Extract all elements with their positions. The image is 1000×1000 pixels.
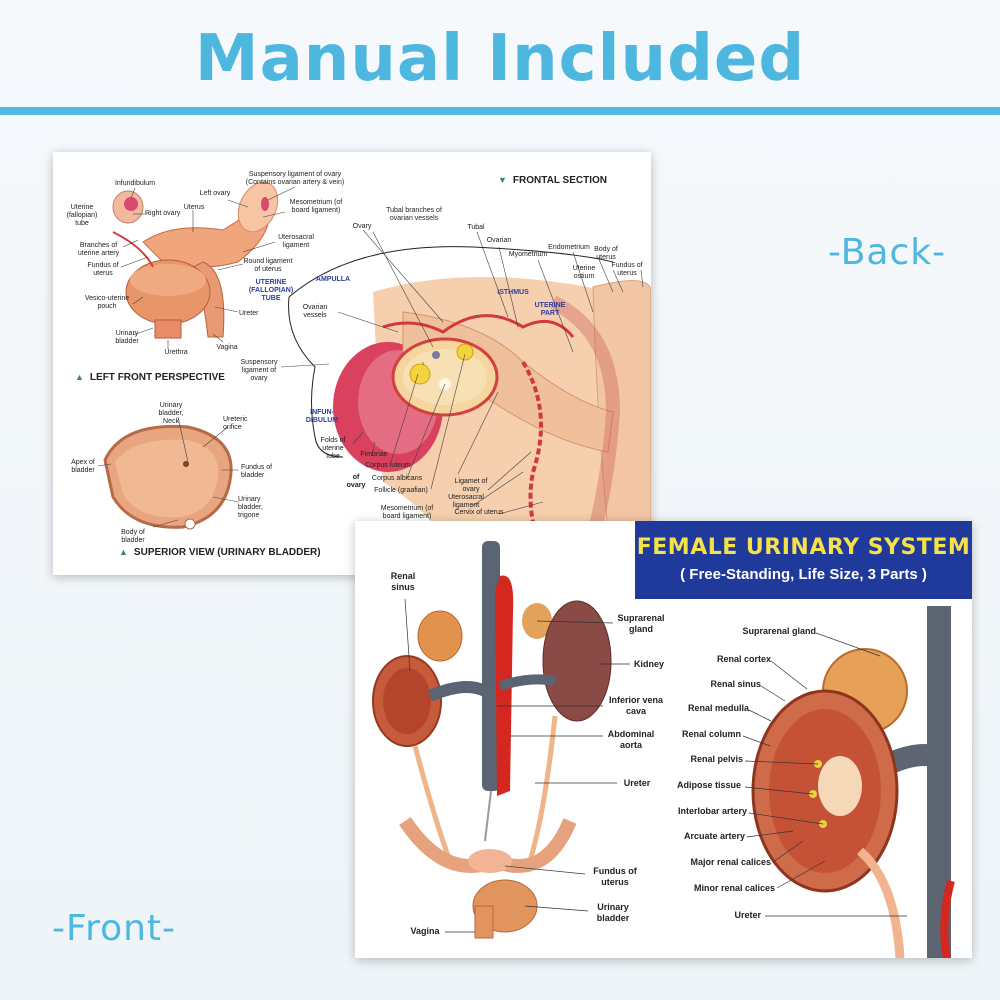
label-suspensory-ligament-short: Suspensory ligament of ovary (240, 359, 278, 382)
label-urinary-bladder-model: Urinary bladder (596, 902, 630, 923)
label-fundus-of-uterus: Fundus of uterus (87, 262, 119, 277)
label-tubal-branches: Tubal branches of ovarian vessels (386, 207, 442, 222)
label-uterine-tube: Uterine (fallopian) tube (66, 204, 98, 227)
label-suprarenal-gland-kidney: Suprarenal gland (742, 626, 816, 636)
label-body-of-bladder: Body of bladder (121, 529, 145, 544)
label-fimbriae: Fimbriae (360, 451, 388, 458)
label-uterine-fallopian-tube: UTERINE (FALLOPIAN) TUBE (248, 279, 294, 302)
label-mesometrium: Mesometrium (of board ligament) (289, 199, 343, 214)
label-vesico-uterine-pouch: Vesico-uterine pouch (84, 295, 130, 310)
label-corpus-luteum: Corpus luteum (365, 462, 411, 469)
label-uterus: Uterus (183, 204, 205, 211)
section-superior-view: ▲ SUPERIOR VIEW (URINARY BLADDER) (119, 547, 321, 558)
section-left-front-perspective: ▲ LEFT FRONT PERSPECTIVE (75, 372, 225, 383)
label-apex-of-bladder: Apex of bladder (71, 459, 95, 474)
label-corpus-albicans: Corpus albicans (371, 475, 423, 482)
label-adipose-tissue: Adipose tissue (676, 780, 741, 790)
label-kidney: Kidney (633, 659, 664, 669)
poster-subtitle: ( Free-Standing, Life Size, 3 Parts ) (680, 566, 927, 583)
front-leader-lines (404, 598, 907, 933)
label-ampulla: AMPULLA (315, 276, 351, 283)
headline-divider (0, 107, 1000, 115)
label-fundus-of-uterus-right: Fundus of uterus (611, 262, 643, 277)
section-frontal: ▼ FRONTAL SECTION (498, 175, 607, 186)
label-suprarenal-gland-model: Suprarenal gland (617, 613, 665, 634)
label-ureter-model: Ureter (623, 778, 651, 788)
label-urethra: Urethra (164, 349, 188, 356)
label-uterine-ostium: Uterine ostium (572, 265, 596, 280)
label-minor-renal-calices: Minor renal calices (693, 883, 775, 893)
label-left-ovary: Left ovary (199, 190, 231, 197)
label-branches-uterine-artery: Branches of uterine artery (77, 242, 120, 257)
label-interlobar-artery: Interlobar artery (677, 806, 747, 816)
back-tag: -Back- (828, 232, 947, 273)
page-headline: Manual Included (194, 22, 806, 96)
label-trigone: Urinary bladder, trigone (238, 496, 263, 519)
label-tubal: Tubal (467, 224, 485, 231)
label-suspensory-ligament: Suspensory ligament of ovary (Contains o… (245, 171, 345, 186)
uterus-model-illustration (112, 181, 279, 339)
bladder-illustration (103, 424, 233, 530)
section-left-front-label: LEFT FRONT PERSPECTIVE (89, 372, 225, 383)
title-banner: FEMALE URINARY SYSTEM ( Free-Standing, L… (635, 521, 972, 599)
section-superior-label: SUPERIOR VIEW (URINARY BLADDER) (133, 547, 321, 558)
label-ovarian-vessels: Ovarian vessels (302, 304, 328, 319)
label-ureteric-orifice: Ureteric orifice (223, 416, 248, 431)
label-uterosacral-ligament: Uterosacral ligament (278, 234, 314, 249)
label-of-ovary: of ovary (346, 474, 366, 489)
back-illustrations (97, 181, 651, 575)
front-illustrations (372, 541, 955, 958)
front-poster: FEMALE URINARY SYSTEM ( Free-Standing, L… (355, 521, 972, 958)
label-infundibulum-caps: INFUN- DIBULUM (305, 409, 339, 424)
label-fundus-of-uterus-model: Fundus of uterus (593, 866, 637, 887)
label-ureter-kidney: Ureter (734, 910, 761, 920)
label-ureter-back: Ureter (239, 310, 259, 317)
label-isthmus: ISTHMUS (497, 289, 529, 296)
label-arcuate-artery: Arcuate artery (683, 831, 745, 841)
label-endometrium: Endometrium (548, 244, 590, 251)
label-mesometrium-bottom: Mesometrium (of board ligament) (380, 505, 434, 520)
label-renal-medulla: Renal medulla (687, 703, 749, 713)
front-tag: -Front- (52, 908, 177, 949)
label-body-of-uterus: Body of uterus (594, 246, 618, 261)
label-inferior-vena-cava: Inferior vena cava (608, 695, 664, 716)
label-renal-column: Renal column (681, 729, 741, 739)
label-folds-uterine-tube: Folds of uterine tube (320, 437, 346, 460)
label-follicle: Follicle (graafian) (374, 487, 428, 494)
label-abdominal-aorta: Abdominal aorta (607, 729, 655, 750)
label-fundus-of-bladder: Fundus of bladder (241, 464, 273, 479)
label-ligament-of-ovary: Ligamet of ovary (454, 478, 488, 493)
label-right-ovary: Right ovary (145, 210, 181, 217)
frontal-section-illustration (288, 246, 651, 575)
label-uterosacral-ligament-bottom: Uterosacral ligament (448, 494, 484, 509)
label-cervix: Cervix of uterus (454, 509, 504, 516)
poster-title: FEMALE URINARY SYSTEM (636, 535, 971, 560)
label-ovarian: Ovarian (486, 237, 512, 244)
label-bladder-neck: Urinary bladder, Neck (158, 402, 184, 425)
back-poster: Infundibulum Uterine (fallopian) tube Ri… (53, 152, 651, 575)
section-frontal-label: FRONTAL SECTION (512, 175, 607, 186)
urinary-model-illustration (372, 541, 612, 939)
label-vagina-back: Vagina (216, 344, 238, 351)
label-infundibulum: Infundibulum (114, 180, 156, 187)
label-renal-pelvis: Renal pelvis (690, 754, 743, 764)
triangle-up-icon: ▲ (75, 372, 84, 382)
triangle-up-icon: ▲ (119, 547, 128, 557)
label-round-ligament: Round ligament of uterus (243, 258, 293, 273)
label-renal-sinus-kidney: Renal sinus (710, 679, 761, 689)
label-ovary: Ovary (352, 223, 372, 230)
kidney-section-illustration (751, 606, 955, 958)
label-vagina-model: Vagina (410, 926, 440, 936)
label-uterine-part: UTERINE PART (534, 302, 566, 317)
triangle-down-icon: ▼ (498, 175, 507, 185)
label-urinary-bladder-back: Urinary bladder (115, 330, 139, 345)
label-myometrium: Myometrium (508, 251, 548, 258)
label-major-renal-calices: Major renal calices (690, 857, 771, 867)
back-leader-lines (97, 186, 644, 528)
label-renal-cortex: Renal cortex (716, 654, 771, 664)
label-renal-sinus-model: Renal sinus (390, 571, 416, 592)
